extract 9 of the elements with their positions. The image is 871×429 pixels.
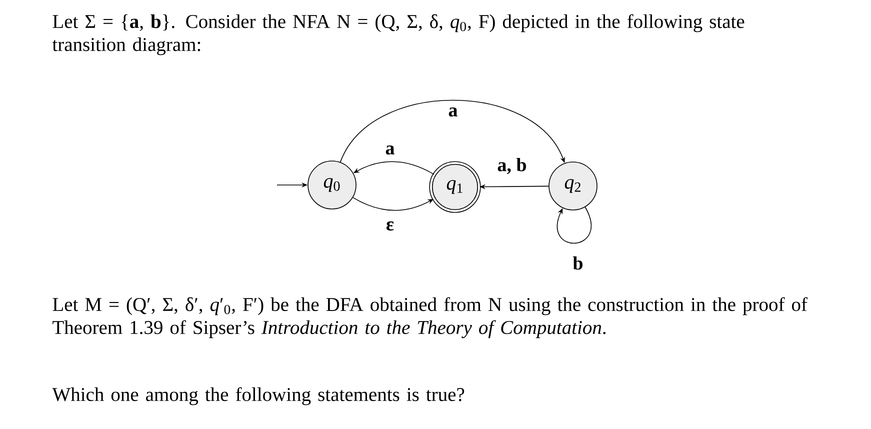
paragraph: Let Σ = {a, b}. Consider the NFA N = (Q, Σ, δ, q$_{0}$, F) depicted in the following state transition diagram: bbox=[52, 14, 744, 56]
edge-label: a bbox=[447, 106, 459, 118]
edge-label: a bbox=[384, 144, 396, 156]
paragraph: Let M = (Q′, Σ, δ′, q′$_{0}$, F′) be the DFA obtained from N using the construction in the proof of Theorem 1.39 of Sipser’s Introduction to the Theory of Computation. bbox=[52, 297, 808, 338]
edge-label: b bbox=[572, 255, 584, 271]
loop-arrow bbox=[557, 206, 592, 244]
edge-label: a, b bbox=[496, 156, 528, 176]
paragraph: Which one among the following statements is true? bbox=[52, 387, 464, 406]
edge-label: ε bbox=[384, 220, 396, 232]
